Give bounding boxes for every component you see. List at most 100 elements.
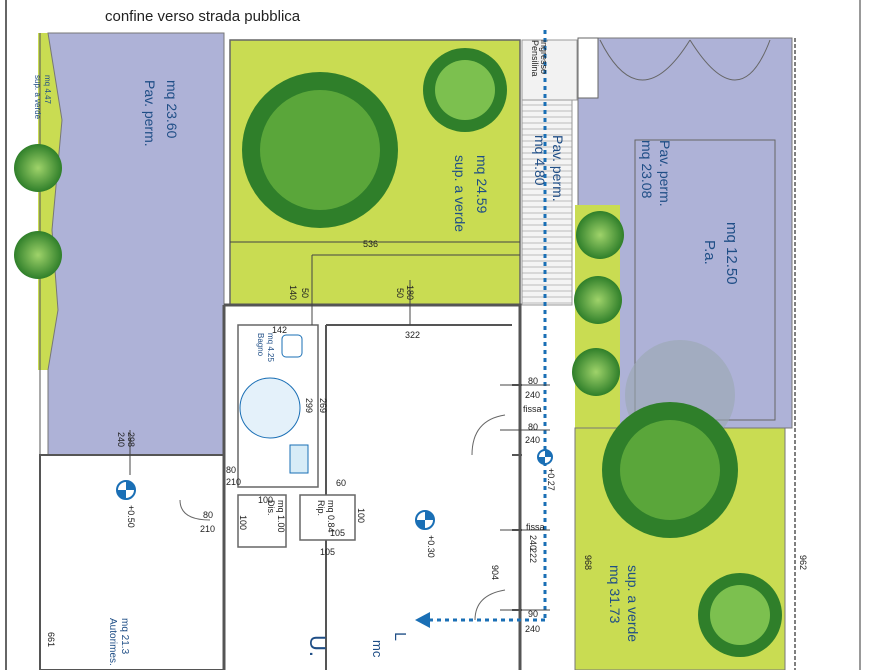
label-pav-left: Pav. perm. mq 23.60 <box>142 80 180 147</box>
dim-210b: 210 <box>226 477 241 487</box>
label-autorimessa: Autorimes. mq 21.3 <box>107 618 130 666</box>
label-pav-right: Pav. perm. mq 23.08 <box>639 140 673 207</box>
dim-180: 180 <box>405 285 415 300</box>
dim-140: 140 <box>288 285 298 300</box>
label-verde-strip: sup. a verde mq 4.47 <box>33 75 52 120</box>
dim-140-group: 140 <box>288 285 298 300</box>
svg-text:Dis.: Dis. <box>266 500 276 516</box>
shrub-left-1 <box>14 144 62 192</box>
dim-80b: 80 <box>528 422 538 432</box>
tree-bottom-right-inner <box>710 585 770 645</box>
dim-299: 299 <box>304 398 314 413</box>
dim-80d: 80 <box>226 465 236 475</box>
storage-room <box>299 494 356 541</box>
level-027: +0.27 <box>546 468 556 491</box>
svg-text:mc: mc <box>370 640 385 658</box>
dim-240d-group: 240 <box>528 535 538 550</box>
gate-arc-right <box>689 39 771 81</box>
level-marker-path <box>537 449 553 465</box>
sink-icon <box>289 444 309 474</box>
svg-text:Pav. perm.: Pav. perm. <box>657 140 673 207</box>
dim-298: 298 <box>126 432 136 447</box>
shrub-right-2 <box>574 276 622 324</box>
trees <box>14 48 782 657</box>
svg-text:mq 31.73: mq 31.73 <box>607 565 623 624</box>
level-marker-living <box>415 510 435 530</box>
canopy-entrance <box>521 39 578 101</box>
svg-text:Autorimes.: Autorimes. <box>107 618 118 666</box>
dim-661-group: 661 <box>46 632 56 647</box>
dim-fissa1: fissa <box>523 404 542 414</box>
svg-text:Pav. perm.: Pav. perm. <box>142 80 158 147</box>
label-bagno: Bagno mq 4.25 <box>256 333 275 362</box>
level-030-group: +0.30 <box>426 535 436 558</box>
dim-904-group: 904 <box>490 565 500 580</box>
road-boundary-label: confine verso strada pubblica <box>105 8 301 25</box>
dim-222-group: 222 <box>528 548 538 563</box>
svg-text:Bagno: Bagno <box>256 333 265 357</box>
dim-269-group: 269 <box>318 398 328 413</box>
svg-text:mq 4.80: mq 4.80 <box>532 135 548 186</box>
dim-962-group: 962 <box>798 555 808 570</box>
svg-text:U.: U. <box>305 635 330 657</box>
svg-text:Pav. perm.: Pav. perm. <box>550 135 566 202</box>
hallway-room <box>237 494 287 548</box>
dim-100b-group: 100 <box>238 515 248 530</box>
door-arc-garage <box>179 499 211 521</box>
dim-90: 90 <box>528 609 538 619</box>
label-unit: U. <box>305 635 330 657</box>
dim-fissa2: fissa <box>526 522 545 532</box>
dim-240b: 240 <box>525 435 540 445</box>
svg-text:Pensilina: Pensilina <box>530 40 540 77</box>
level-030: +0.30 <box>426 535 436 558</box>
dim-240e: 240 <box>525 624 540 634</box>
dim-904: 904 <box>490 565 500 580</box>
svg-text:sup. a verde: sup. a verde <box>452 155 468 232</box>
door-arc-1 <box>471 414 506 456</box>
wheelchair-turning-circle <box>239 377 301 439</box>
dim-105b: 105 <box>320 547 335 557</box>
dim-105a: 105 <box>330 528 345 538</box>
dim-269: 269 <box>318 398 328 413</box>
dim-210a: 210 <box>200 524 215 534</box>
dim-50b: 50 <box>395 288 405 298</box>
dim-968: 968 <box>583 555 593 570</box>
dim-100c-group: 100 <box>356 508 366 523</box>
dim-240d: 240 <box>528 535 538 550</box>
label-pav-path: Pav. perm. mq 4.80 <box>532 135 566 202</box>
gate-arc-left <box>599 39 691 81</box>
pillar <box>577 37 599 99</box>
tree-large-right-inner <box>620 420 720 520</box>
dim-962: 962 <box>798 555 808 570</box>
svg-text:P.a.: P.a. <box>701 240 718 265</box>
svg-text:mq 4.47: mq 4.47 <box>43 75 52 104</box>
svg-text:mq 21.3: mq 21.3 <box>119 618 130 655</box>
level-050-group: +0.50 <box>126 505 136 528</box>
tree-top-right-inner <box>435 60 495 120</box>
house-walls <box>222 303 522 670</box>
dimension-lines <box>129 241 550 611</box>
svg-text:mq 0.84: mq 0.84 <box>326 500 336 533</box>
dim-180-group: 180 <box>405 285 415 300</box>
svg-text:Rip.: Rip. <box>316 500 326 516</box>
dim-661: 661 <box>46 632 56 647</box>
level-marker-garage <box>116 480 136 500</box>
svg-text:mq 23.08: mq 23.08 <box>639 140 655 199</box>
toilet-icon <box>281 334 303 358</box>
dim-80a: 80 <box>528 376 538 386</box>
dim-968-group: 968 <box>583 555 593 570</box>
dim-240a: 240 <box>525 390 540 400</box>
svg-text:mq 1.00: mq 1.00 <box>276 500 286 533</box>
tree-large-center-inner <box>260 90 380 210</box>
label-dis: Dis. mq 1.00 <box>266 500 286 533</box>
label-verde-right: sup. a verde mq 31.73 <box>607 565 641 642</box>
shrub-right-3 <box>572 348 620 396</box>
shrub-right-1 <box>576 211 624 259</box>
shrub-left-2 <box>14 231 62 279</box>
svg-text:sup. a verde: sup. a verde <box>625 565 641 642</box>
label-pensilina: Pensilina ingresso <box>530 40 549 77</box>
svg-text:mq 4.25: mq 4.25 <box>266 333 275 362</box>
level-027-group: +0.27 <box>546 468 556 491</box>
label-unit-partial: L mc <box>370 632 408 658</box>
